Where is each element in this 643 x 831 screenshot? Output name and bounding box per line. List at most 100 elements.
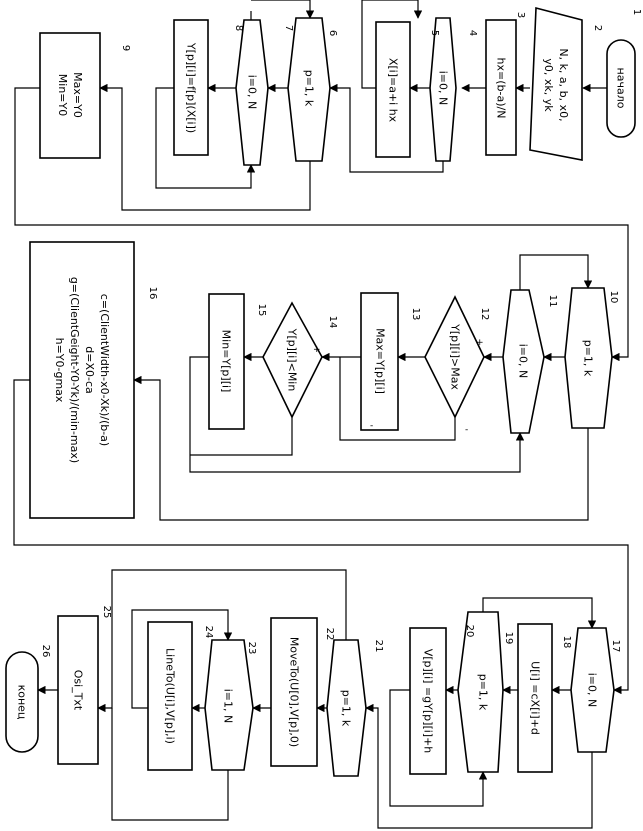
block-26-text: конец [16,685,29,720]
block-26-terminal [5,651,39,753]
block-10-line: p=1, k [582,340,595,377]
block-1-text: начало [615,68,628,109]
connector [99,83,311,211]
decision-signs: + - + - [313,338,484,435]
connector [131,609,233,709]
block-7-text: i=0, N [246,75,259,110]
block-number: 15 [256,304,267,317]
block-number: 13 [410,308,421,321]
block-number: 17 [610,640,621,653]
block-9-process [39,32,101,159]
block-3-line: hx=(b-a)/N [495,58,508,119]
block-11-text: i=0, N [517,344,530,379]
block-5-process [375,21,411,158]
block-20-text: V[p][i] =gY[p][i]+h [422,649,435,754]
block-number: 25 [101,606,112,619]
block-16-line: c=(ClientWidth-x0-Xk)/(b-a) [98,294,111,446]
block-14-text: Y[p][i]<Min [286,328,299,392]
block-number: 23 [246,642,257,655]
connector [13,379,629,695]
block-9-line: Min=Y0 [56,74,69,116]
connector [190,417,293,456]
block-labels: начало N, k, a, b, x0,y0, xk, yk hx=(b-a)/… [16,42,628,753]
block-number: 9 [120,45,131,51]
connector [155,87,256,189]
sign-yes: + [313,345,321,355]
block-17-loop [570,627,615,753]
block-18-process [517,623,553,773]
block-number: 10 [608,291,619,304]
block-7-line: i=0, N [246,75,259,110]
block-10-text: p=1, k [582,340,595,377]
block-23-line: i=1, N [222,689,235,724]
block-8-process [173,19,209,156]
block-3-text: hx=(b-a)/N [495,58,508,119]
block-number: 19 [503,632,514,645]
block-17-line: i=0, N [586,673,599,708]
block-6-text: p=1, k [303,70,316,107]
block-19-loop [457,611,504,773]
block-1-terminal [606,39,636,138]
connector [14,87,629,362]
block-22-text: MoveTo(U[0],V[p],0) [288,637,301,747]
block-4-line: i=0, N [437,71,450,106]
block-9-line: Max=Y0 [71,72,84,118]
block-number: 20 [464,625,475,638]
connector [329,83,444,173]
block-8-line: Y[p][i]=f[p](X[i]) [185,42,198,133]
block-2-text: N, k, a, b, x0,y0, xk, yk [542,48,570,121]
connector [519,254,593,290]
block-4-text: i=0, N [437,71,450,106]
block-14-line: Y[p][i]<Min [286,328,299,392]
block-22-line: MoveTo(U[0],V[p],0) [288,637,301,747]
block-13-text: Max=Y[p][i] [374,328,387,394]
block-8-text: Y[p][i]=f[p](X[i]) [185,42,198,133]
block-24-line: LineTo(U[i],V[p],i) [164,648,177,744]
block-number: 8 [233,25,244,31]
block-6-loop [287,17,331,162]
block-number: 16 [147,287,158,300]
block-25-text: Osi_Txt [72,670,85,711]
block-19-text: p=1, k [477,674,490,711]
block-12-line: Y[p][i]>Max [449,323,462,390]
block-16-text: c=(ClientWidth-x0-Xk)/(b-a)d=X0-cag=(Cli… [53,277,111,463]
block-number: 4 [467,30,478,36]
connector [189,356,525,473]
block-number: 3 [515,12,526,18]
sign-yes: + [476,338,484,348]
block-6-line: p=1, k [303,70,316,107]
block-25-line: Osi_Txt [72,670,85,711]
connector [389,689,488,807]
connector [482,597,597,629]
block-21-loop [326,639,367,777]
block-16-line: g=(ClientGeight-Y0-Yk)/(min-max) [68,277,81,463]
block-number: 11 [547,295,558,308]
block-21-line: p=1, k [340,690,353,727]
sign-no: - [370,421,373,431]
connector [339,357,456,441]
block-20-line: V[p][i] =gY[p][i]+h [422,649,435,754]
block-7-loop [235,19,269,166]
block-26-line: конец [16,685,29,720]
block-14-decision [262,301,323,419]
block-number: 6 [327,30,338,36]
block-number: 2 [592,25,603,31]
block-19-line: p=1, k [477,674,490,711]
block-15-line: Min=Y[p][i] [220,330,233,393]
block-13-process [360,292,399,431]
block-23-text: i=1, N [222,689,235,724]
block-2-line: y0, xk, yk [542,58,555,112]
block-number: 26 [40,645,51,658]
block-number: 14 [327,316,338,329]
connectors [13,0,629,829]
block-25-process [57,615,99,765]
block-number: 5 [429,30,440,36]
connector [111,708,229,821]
block-1-line: начало [615,68,628,109]
block-11-loop [502,289,545,434]
connector [361,0,423,89]
shapes [5,6,636,777]
